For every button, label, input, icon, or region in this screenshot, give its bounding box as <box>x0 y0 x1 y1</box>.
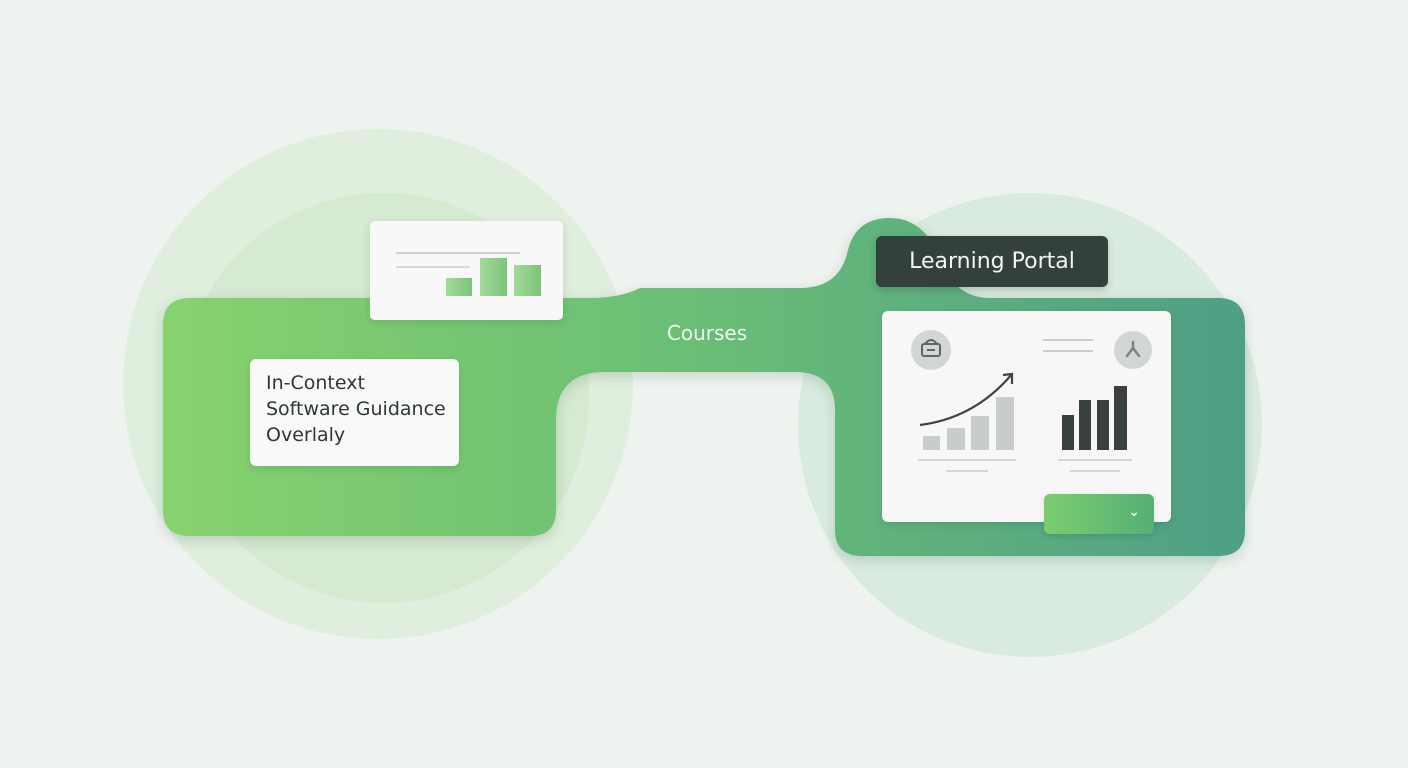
chevron-down-icon: ⌄ <box>1128 504 1140 520</box>
portal-dropdown[interactable]: ⌄ <box>1044 494 1154 534</box>
overlay-title-line-1: In-Context <box>266 372 365 394</box>
tools-icon <box>1125 340 1141 358</box>
dark-bar-4 <box>1114 386 1127 450</box>
overlay-title-line-3: Overlaly <box>266 424 346 446</box>
mini-bar-2 <box>480 258 507 296</box>
dashboard-card <box>882 311 1171 522</box>
growth-arrow-head <box>1002 372 1014 384</box>
growth-bar-1 <box>923 436 940 450</box>
growth-bar-2 <box>947 428 965 450</box>
dark-bar-3 <box>1097 400 1109 450</box>
growth-bar-3 <box>971 416 989 450</box>
dark-bar-2 <box>1079 400 1091 450</box>
growth-arrow <box>919 373 1013 427</box>
growth-bar-4 <box>996 397 1014 450</box>
mini-bar-3 <box>514 265 541 296</box>
phone-icon <box>921 339 941 357</box>
dark-bar-1 <box>1062 415 1074 450</box>
mini-bar-1 <box>446 278 472 296</box>
overlay-title: In-Context Software Guidance Overlaly <box>266 370 456 448</box>
learning-portal-chip: Learning Portal <box>876 236 1108 287</box>
learning-portal-title: Learning Portal <box>909 249 1075 274</box>
overlay-card <box>250 359 459 466</box>
overlay-title-line-2: Software Guidance <box>266 398 446 420</box>
courses-label: Courses <box>666 321 748 345</box>
